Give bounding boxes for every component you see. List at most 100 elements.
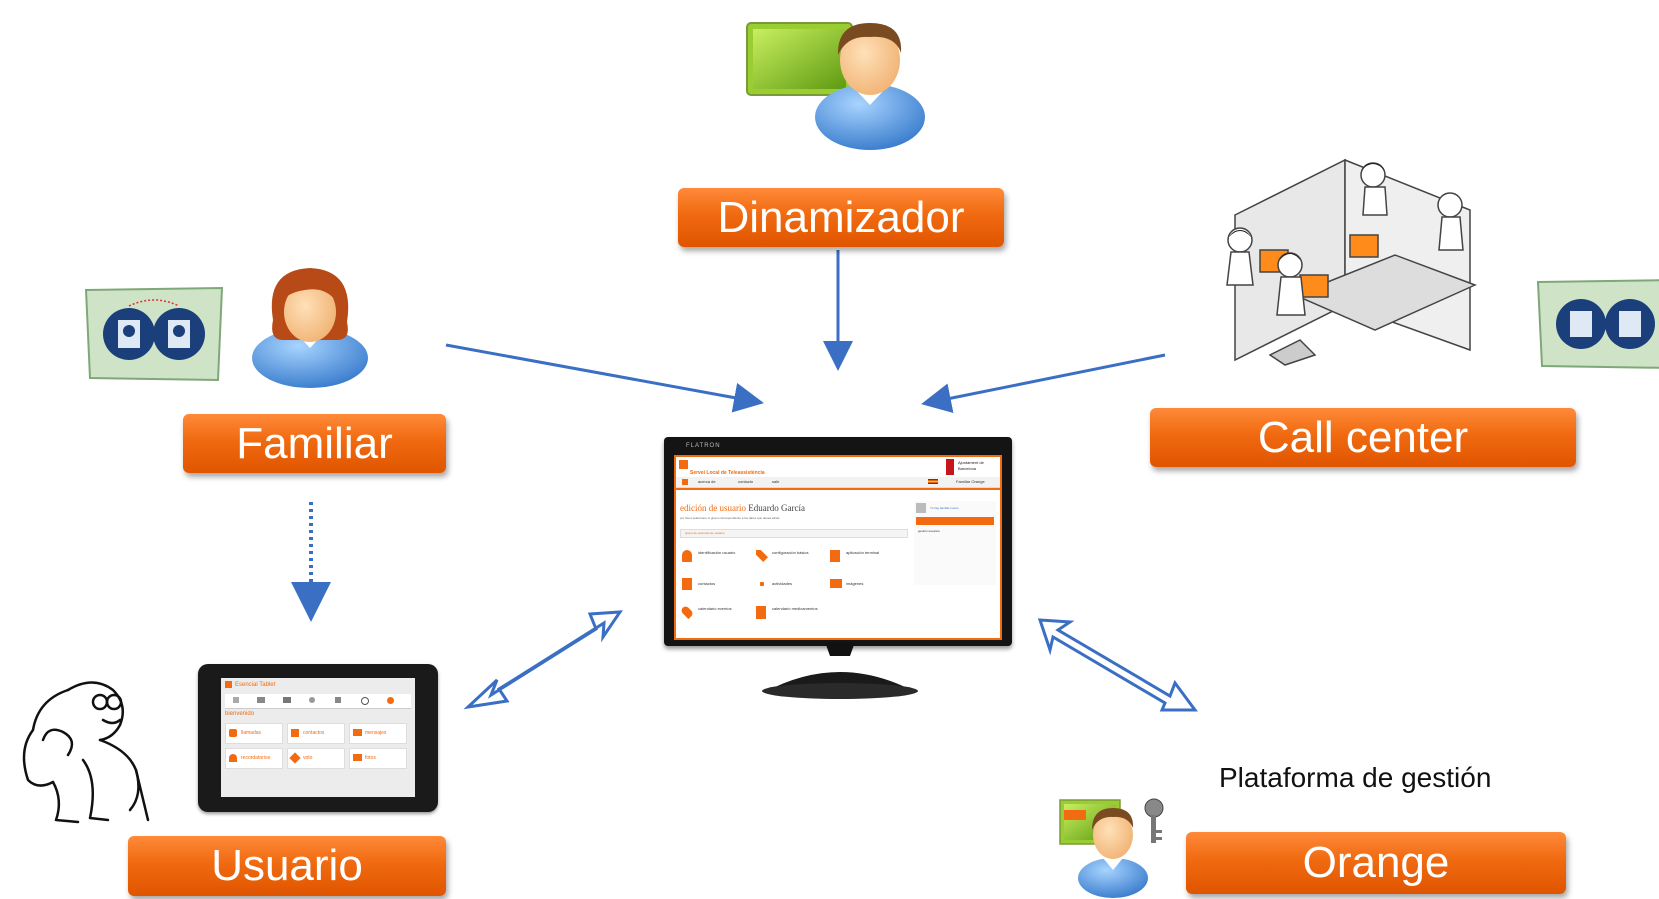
tablet-tile-4[interactable]: recordatorios	[225, 748, 283, 769]
location-pin-icon	[679, 604, 695, 620]
volume-icon[interactable]	[335, 697, 341, 703]
group-field-label: grupo de opciones de usuario	[685, 531, 725, 535]
platform-monitor: FLATRON Servei Local de Teleassistència …	[664, 437, 1012, 646]
role-label-familiar: Familiar	[183, 414, 446, 473]
images-icon	[830, 579, 842, 588]
monitor-stand	[762, 642, 918, 699]
heading-name: Eduardo García	[748, 503, 805, 513]
tile-label: contactos	[303, 730, 325, 736]
double-arrow-platform-orange	[1037, 618, 1198, 712]
platform-caption: Plataforma de gestión	[1219, 762, 1492, 793]
side-menu-item[interactable]: gestión usuarios	[918, 529, 940, 533]
tablet-title: Esencial Tablet	[235, 682, 276, 688]
menu-item[interactable]: contactos	[680, 577, 750, 593]
barcelona-crest-icon	[946, 459, 954, 475]
phone-icon	[229, 729, 237, 737]
tools-icon	[756, 550, 768, 562]
orange-logo-icon	[225, 681, 232, 688]
dinamizador-person-icon	[746, 22, 925, 150]
tablet-tile-2[interactable]: contactos	[287, 723, 345, 744]
role-label-call-center: Call center	[1150, 408, 1576, 467]
tablet-device: Esencial Tablet bienvenido llamadas cont…	[198, 664, 438, 812]
menu-label: calendario eventos	[698, 606, 732, 611]
menu-item[interactable]: identificación usuario	[680, 549, 750, 565]
bell-icon	[229, 754, 237, 762]
home-icon[interactable]	[233, 697, 239, 703]
menu-label: configuración básica	[772, 550, 809, 555]
tile-label: llamadas	[241, 730, 262, 736]
app-terminal-icon	[830, 550, 840, 562]
role-label-usuario: Usuario	[128, 836, 446, 896]
menu-item[interactable]: configuración básica	[754, 549, 824, 565]
tablet-tile-6[interactable]: fotos	[349, 748, 407, 769]
heading-text: edición de usuario	[680, 503, 746, 513]
tablet-welcome: bienvenido	[225, 711, 255, 717]
tablet-toolbar	[225, 694, 411, 709]
refresh-icon[interactable]	[361, 697, 369, 705]
menu-label: contactos	[698, 581, 716, 586]
user-avatar-icon	[916, 503, 926, 513]
menu-label: imágenes	[846, 581, 864, 586]
menu-item[interactable]: actividades	[754, 577, 824, 593]
tablet-tile-3[interactable]: mensajes	[349, 723, 407, 744]
flag-icon[interactable]	[928, 479, 938, 484]
ticket-icon	[289, 752, 301, 764]
mail-icon[interactable]	[283, 697, 291, 703]
message-icon	[353, 729, 362, 736]
menu-label: actividades	[772, 581, 793, 586]
orange-admin-icon	[1059, 798, 1164, 898]
orange-logo-icon	[679, 460, 688, 469]
side-link[interactable]: Yo hay familiar nuevo	[930, 506, 959, 510]
menu-label: identificación usuario	[698, 550, 736, 555]
menu-item[interactable]: calendario eventos	[679, 604, 750, 621]
signal-icon	[309, 697, 315, 703]
videocall-icon	[84, 286, 224, 382]
familiar-person-icon	[252, 268, 368, 388]
nav-item[interactable]: acerca de	[698, 479, 716, 484]
divider	[676, 488, 1000, 490]
menu-item[interactable]: imágenes	[828, 577, 904, 593]
nav-item[interactable]: contacto	[738, 479, 754, 484]
tile-label: fotos	[365, 755, 376, 761]
call-center-icon	[1226, 158, 1477, 366]
tablet-screen: Esencial Tablet bienvenido llamadas cont…	[221, 678, 415, 797]
menu-item[interactable]: calendario medicamentos	[754, 605, 824, 621]
monitor-screen: Servei Local de Teleassistència Ajuntame…	[674, 455, 1002, 640]
side-panel: Yo hay familiar nuevo gestión usuarios	[914, 501, 996, 585]
monitor-brand: FLATRON	[686, 443, 721, 449]
tile-label: recordatorios	[241, 755, 271, 761]
menu-label: calendario medicamentos	[772, 606, 818, 611]
videocall-icon-right	[1536, 279, 1659, 369]
role-label-orange: Orange	[1186, 832, 1566, 894]
page-heading: edición de usuario Eduardo García	[680, 503, 805, 513]
double-arrow-usuario-platform	[463, 610, 623, 710]
home-icon[interactable]	[682, 479, 688, 485]
info-icon[interactable]	[387, 697, 394, 704]
battery-icon	[257, 697, 265, 703]
tablet-tile-5[interactable]: voto	[287, 748, 345, 769]
tile-label: voto	[303, 755, 313, 761]
user-link[interactable]: Familiar Orange	[956, 479, 985, 484]
app-title: Servei Local de Teleassistència	[690, 470, 765, 476]
header-right: Ajuntament de Barcelona	[958, 460, 984, 471]
role-label-dinamizador: Dinamizador	[678, 188, 1004, 247]
elderly-user-sketch-icon	[22, 681, 150, 824]
nav-bar: acerca de contacto salir Familiar Orange	[676, 477, 1000, 488]
arrow-familiar-to-platform	[445, 343, 764, 413]
side-active-bar[interactable]	[916, 517, 994, 525]
menu-item[interactable]: aplicación terminal	[828, 549, 904, 565]
user-icon	[682, 550, 692, 562]
activities-icon	[756, 580, 768, 588]
calendar-medicine-icon	[756, 606, 766, 619]
group-field[interactable]: grupo de opciones de usuario	[680, 529, 908, 538]
page-subtitle: por favor seleccione el grupo correspond…	[680, 516, 781, 520]
contacts-icon	[682, 578, 692, 590]
nav-item[interactable]: salir	[772, 479, 780, 484]
photos-icon	[353, 754, 362, 761]
arrow-callcenter-to-platform	[921, 353, 1166, 413]
tablet-tile-1[interactable]: llamadas	[225, 723, 283, 744]
tile-label: mensajes	[365, 730, 387, 736]
menu-label: aplicación terminal	[846, 550, 880, 555]
contacts-icon	[291, 729, 299, 737]
